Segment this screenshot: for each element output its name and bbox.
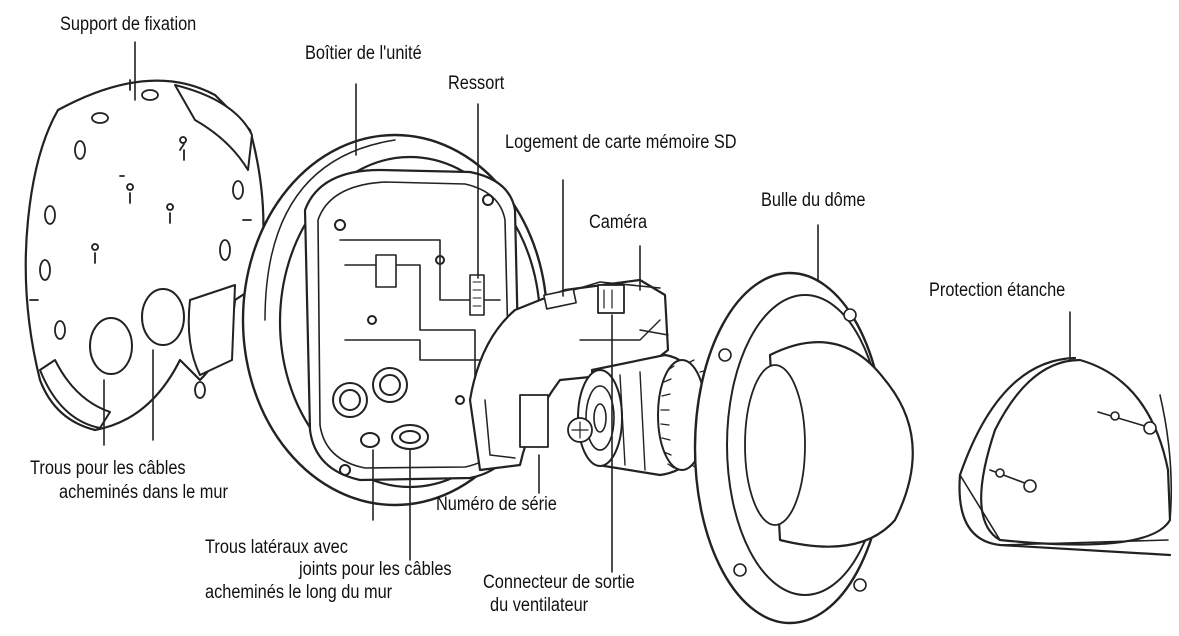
spring [470, 275, 484, 315]
label-wall-holes-line2: acheminés dans le mur [59, 482, 228, 503]
label-weather-shield: Protection étanche [929, 280, 1066, 301]
label-side-holes-line1: Trous latéraux avec [205, 537, 348, 558]
dome-bubble [695, 273, 913, 623]
label-mounting-bracket: Support de fixation [60, 14, 197, 35]
label-dome-bubble: Bulle du dôme [761, 190, 866, 211]
label-wall-holes-line1: Trous pour les câbles [30, 458, 186, 479]
label-serial-number: Numéro de série [436, 494, 557, 515]
leader-lines [104, 42, 1070, 572]
label-camera: Caméra [589, 212, 648, 233]
label-fan-connector-line2: du ventilateur [490, 595, 589, 616]
lens-assembly [568, 355, 709, 475]
label-spring: Ressort [448, 73, 505, 94]
weather-shield [960, 358, 1172, 555]
label-side-holes-line3: acheminés le long du mur [205, 582, 393, 603]
label-sd-slot: Logement de carte mémoire SD [505, 132, 737, 153]
label-fan-connector-line1: Connecteur de sortie [483, 572, 635, 593]
mounting-bracket [26, 80, 264, 430]
unit-housing [243, 135, 547, 505]
label-unit-housing: Boîtier de l'unité [305, 43, 422, 64]
label-side-holes-line2: joints pour les câbles [299, 559, 452, 580]
